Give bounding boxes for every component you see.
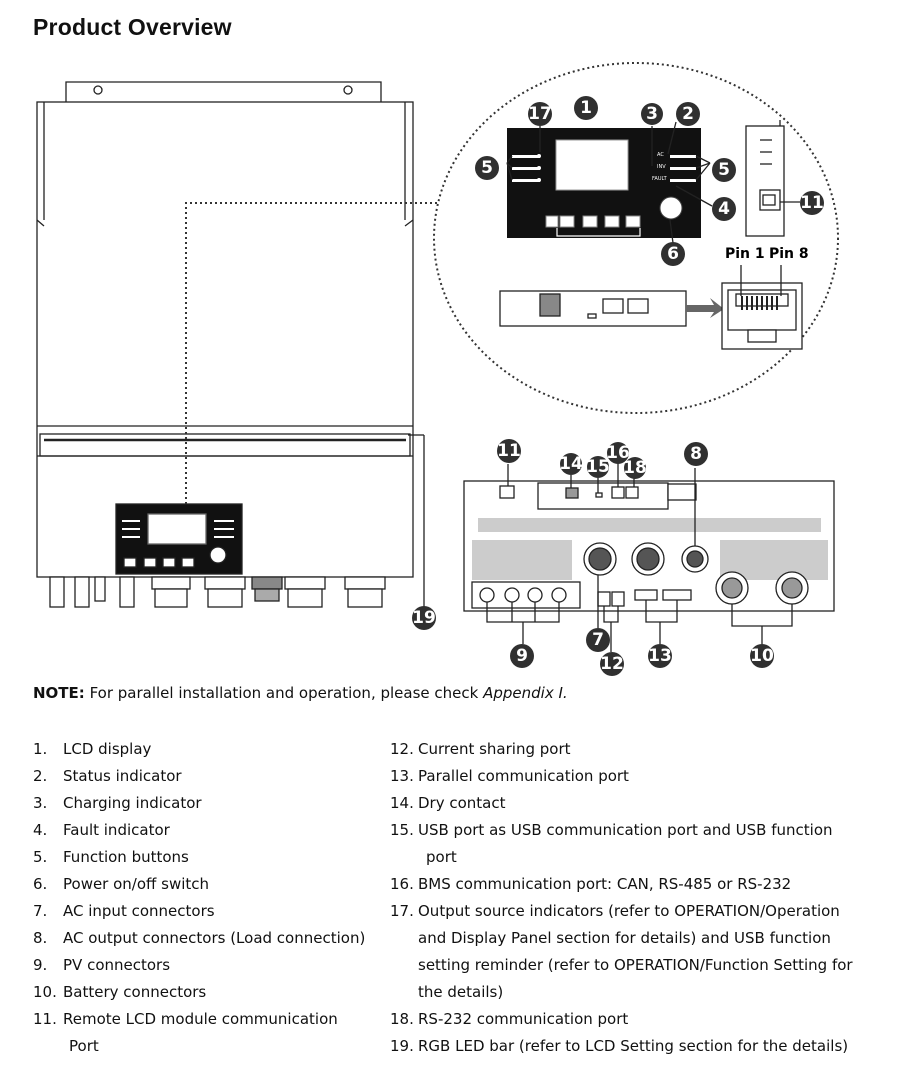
- svg-text:6: 6: [667, 244, 679, 264]
- callout-7: 7: [586, 628, 610, 652]
- list-item: 15.USB port as USB communication port an…: [390, 821, 833, 866]
- list-item: 7.AC input connectors: [33, 902, 215, 920]
- svg-text:14: 14: [559, 454, 583, 474]
- panel-label-fault: FAULT: [652, 176, 668, 182]
- svg-text:17: 17: [528, 104, 552, 124]
- list-item: 5.Function buttons: [33, 848, 189, 866]
- svg-text:19: 19: [412, 608, 436, 628]
- callout-17: 17: [528, 102, 552, 126]
- callout-2: 2: [676, 102, 700, 126]
- svg-text:8: 8: [690, 444, 702, 464]
- lcd-panel-detail: AC INV FAULT: [507, 128, 701, 238]
- callout-13: 13: [648, 644, 672, 668]
- svg-text:3: 3: [646, 104, 658, 124]
- list-item: 19.RGB LED bar (refer to LCD Setting sec…: [390, 1037, 849, 1055]
- inverter-bottom-view: [463, 480, 835, 612]
- callout-4: 4: [712, 197, 736, 221]
- svg-text:12: 12: [600, 654, 624, 674]
- inverter-front-view: [36, 81, 425, 610]
- rj45-pin-diagram: [721, 265, 803, 350]
- parts-list-left: 1.LCD display 2.Status indicator 3.Charg…: [33, 736, 383, 1060]
- note-text: For parallel installation and operation,…: [84, 684, 484, 702]
- pin-1-label: Pin 1: [725, 246, 765, 262]
- panel-label-inv: INV: [657, 164, 666, 170]
- svg-text:5: 5: [718, 160, 730, 180]
- svg-text:2: 2: [682, 104, 694, 124]
- list-item: 16.BMS communication port: CAN, RS-485 o…: [390, 875, 792, 893]
- svg-text:1: 1: [580, 98, 592, 118]
- callout-19: 19: [412, 606, 436, 630]
- svg-text:16: 16: [606, 443, 630, 463]
- list-item: 6.Power on/off switch: [33, 875, 210, 893]
- callout-5-right: 5: [712, 158, 736, 182]
- svg-text:11: 11: [800, 193, 824, 213]
- list-item: 17.Output source indicators (refer to OP…: [390, 902, 853, 1001]
- list-item: 13.Parallel communication port: [390, 767, 629, 785]
- callout-15: 15: [586, 456, 610, 478]
- callout-14: 14: [559, 453, 583, 475]
- list-item: 1.LCD display: [33, 740, 152, 758]
- list-item: 18.RS-232 communication port: [390, 1010, 629, 1028]
- list-item: 8.AC output connectors (Load connection): [33, 929, 366, 947]
- list-item: 4.Fault indicator: [33, 821, 170, 839]
- svg-text:18: 18: [623, 458, 647, 478]
- callout-12: 12: [600, 652, 624, 676]
- remote-module-bottom-view: [499, 290, 724, 327]
- callout-18: 18: [623, 457, 647, 479]
- bottom-callout-leaders: [486, 462, 793, 652]
- parts-list-right: 12.Current sharing port 13.Parallel comm…: [390, 736, 880, 1060]
- list-item: 10.Battery connectors: [33, 983, 207, 1001]
- product-diagram: AC INV FAULT: [36, 62, 839, 676]
- zoom-leader-line: [185, 202, 440, 504]
- note-appendix-ref: Appendix I.: [483, 684, 568, 702]
- callout-10: 10: [750, 644, 774, 668]
- svg-text:7: 7: [592, 630, 604, 650]
- svg-text:10: 10: [750, 646, 774, 666]
- list-item: 12.Current sharing port: [390, 740, 571, 758]
- zoom-callout-leaders: [506, 121, 713, 244]
- list-item: 14.Dry contact: [390, 794, 506, 812]
- svg-text:4: 4: [718, 199, 730, 219]
- zoom-circle: [433, 62, 839, 414]
- svg-text:9: 9: [516, 646, 528, 666]
- callout-11-bottom: 11: [497, 439, 521, 463]
- callout-9: 9: [510, 644, 534, 668]
- list-item: 3.Charging indicator: [33, 794, 202, 812]
- list-item: 2.Status indicator: [33, 767, 182, 785]
- list-item: 9.PV connectors: [33, 956, 171, 974]
- pin-8-label: Pin 8: [769, 246, 809, 262]
- svg-text:11: 11: [497, 441, 521, 461]
- panel-label-ac: AC: [657, 152, 664, 158]
- callout-6: 6: [661, 242, 685, 266]
- note-label: NOTE:: [33, 684, 85, 702]
- page-title: Product Overview: [33, 14, 232, 40]
- remote-module-side-view: [745, 120, 800, 237]
- callout-3: 3: [641, 103, 663, 125]
- callout-1: 1: [574, 96, 598, 120]
- svg-text:5: 5: [481, 158, 493, 178]
- callout-16: 16: [606, 442, 630, 464]
- callout-8: 8: [684, 442, 708, 466]
- svg-text:13: 13: [648, 646, 672, 666]
- svg-text:15: 15: [586, 457, 610, 477]
- callout-11-zoom: 11: [800, 191, 824, 215]
- callout-5-left: 5: [475, 156, 499, 180]
- note: NOTE: For parallel installation and oper…: [33, 684, 568, 702]
